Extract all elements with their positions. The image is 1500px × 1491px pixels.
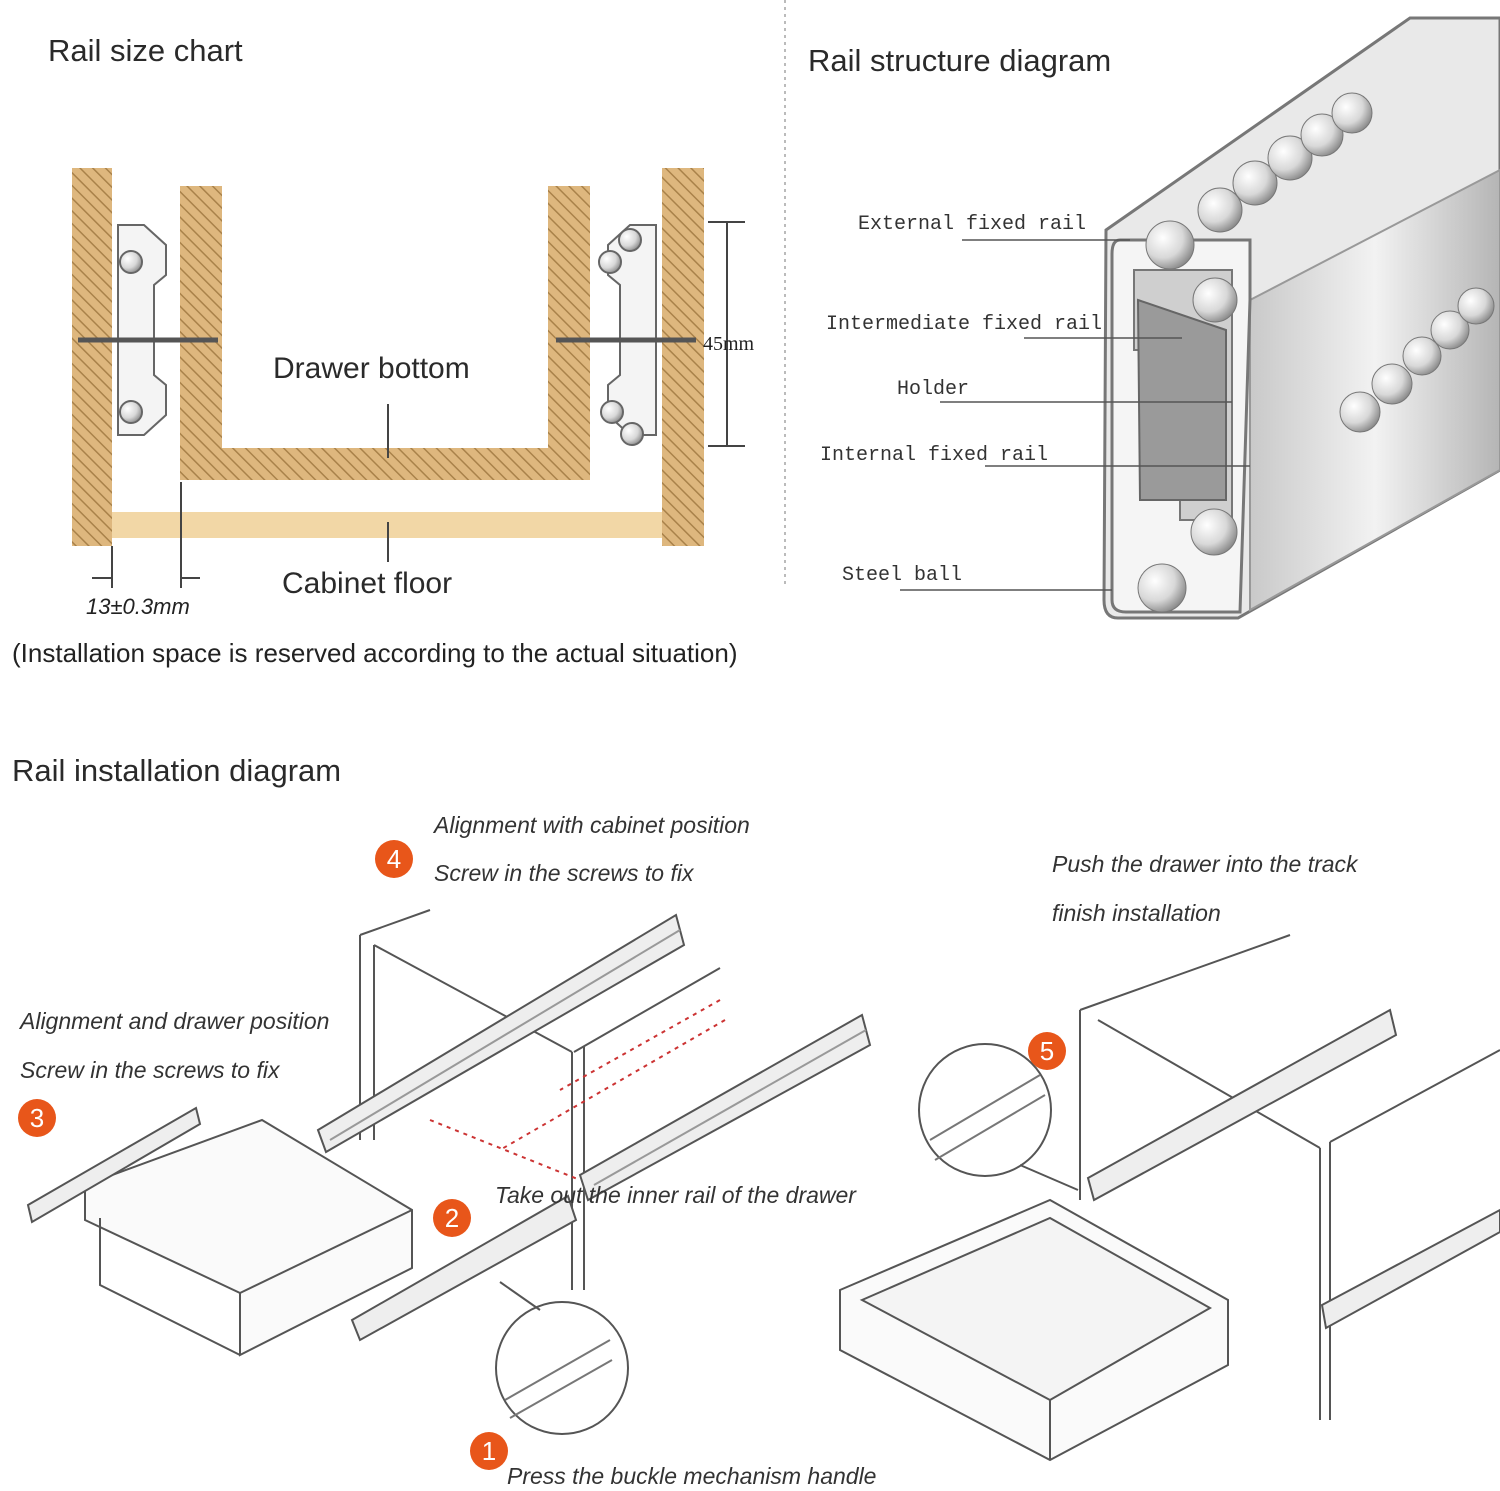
drawer-box-left xyxy=(84,1118,413,1357)
cabinet-rail xyxy=(316,913,872,1202)
drawer-section xyxy=(180,186,590,480)
installed-rail xyxy=(1086,1008,1398,1202)
label-external-rail: External fixed rail xyxy=(858,213,1087,236)
size-chart-title: Rail size chart xyxy=(48,33,243,68)
steel-balls-bottom xyxy=(1137,508,1238,613)
step-4-line-2: Screw in the screws to fix xyxy=(434,860,694,886)
step-4-line-1: Alignment with cabinet position xyxy=(434,812,750,838)
step-2-line-1: Take out the inner rail of the drawer xyxy=(495,1182,856,1208)
steel-balls-side xyxy=(1339,287,1495,433)
step-1-badge: 1 xyxy=(470,1432,508,1470)
step-3-badge: 3 xyxy=(18,1099,56,1137)
right-rail-profile xyxy=(556,224,696,446)
step-2-badge: 2 xyxy=(433,1199,471,1237)
cabinet-floor-label: Cabinet floor xyxy=(282,567,453,600)
gap-dimension-label: 13±0.3mm xyxy=(86,594,190,619)
installation-title: Rail installation diagram xyxy=(12,753,342,788)
cabinet-wall-right xyxy=(662,168,704,546)
label-internal-rail: Internal fixed rail xyxy=(820,444,1049,467)
left-rail-profile xyxy=(78,224,218,436)
step-5-line-2: finish installation xyxy=(1052,900,1221,926)
height-dimension xyxy=(708,221,745,447)
size-chart-diagram xyxy=(72,168,745,588)
cabinet-wall-left xyxy=(72,168,112,546)
zoom-circle-lock xyxy=(918,1043,1052,1177)
installation-diagram xyxy=(26,909,1500,1462)
step-3-line-2: Screw in the screws to fix xyxy=(20,1057,280,1083)
label-steel-ball: Steel ball xyxy=(842,564,963,587)
drawer-bottom-label: Drawer bottom xyxy=(273,352,470,385)
steel-balls-top xyxy=(1145,92,1373,323)
size-chart-note: (Installation space is reserved accordin… xyxy=(12,638,738,668)
structure-diagram xyxy=(900,16,1500,620)
height-dimension-label: 45mm xyxy=(703,333,755,355)
step-5-badge: 5 xyxy=(1028,1032,1066,1070)
step-1-line-1: Press the buckle mechanism handle xyxy=(507,1463,877,1489)
step-5-line-1: Push the drawer into the track xyxy=(1052,851,1358,877)
structure-title: Rail structure diagram xyxy=(808,43,1112,78)
structure-leaders xyxy=(900,239,1250,591)
cabinet-frame-right xyxy=(1079,934,1500,1420)
step-4-badge: 4 xyxy=(375,840,413,878)
step-3-line-1: Alignment and drawer position xyxy=(20,1008,330,1034)
cabinet-frame-middle xyxy=(359,909,721,1290)
drawer-side-rail xyxy=(26,1106,202,1224)
inner-rail xyxy=(350,1194,578,1342)
label-intermediate-rail: Intermediate fixed rail xyxy=(826,313,1103,336)
gap-dimension xyxy=(92,482,200,588)
label-holder: Holder xyxy=(897,378,970,401)
